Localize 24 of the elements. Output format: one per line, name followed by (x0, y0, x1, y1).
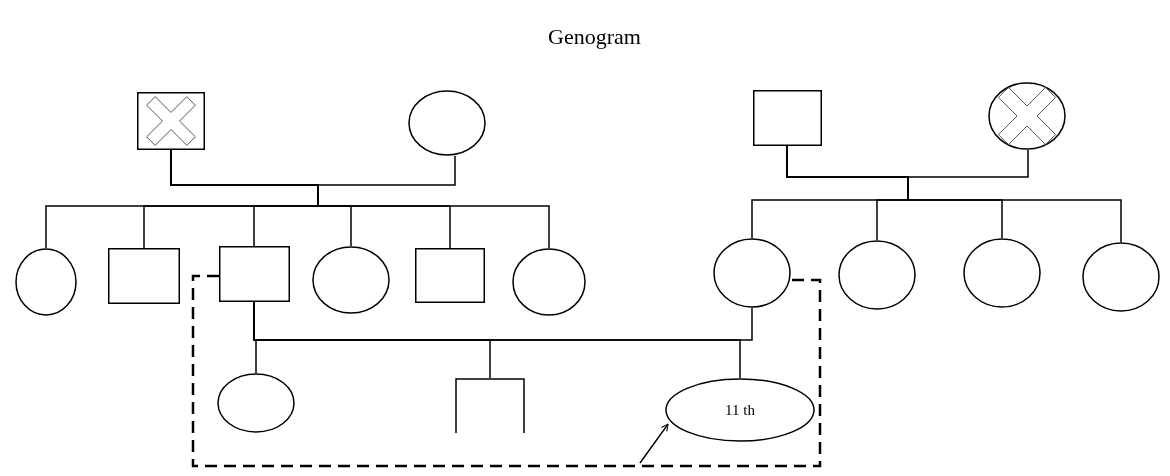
circle-symbol (713, 238, 791, 308)
square-symbol (753, 90, 822, 146)
ellipse-node (665, 378, 815, 442)
circle-symbol (312, 246, 390, 314)
connector-line (786, 145, 1122, 243)
circle-symbol (217, 373, 295, 433)
node-label: 11 th (725, 402, 755, 418)
diagram-title: Genogram (548, 23, 641, 51)
circle-symbol (512, 248, 586, 316)
circle-symbol-crossed (988, 82, 1066, 150)
connector-line (253, 301, 741, 379)
bracket-symbol (455, 378, 525, 433)
circle-symbol (15, 248, 77, 316)
circle-symbol (838, 240, 916, 310)
connector-line (191, 274, 822, 468)
square-symbol (108, 248, 180, 304)
square-symbol (219, 246, 290, 302)
circle-symbol (1082, 242, 1160, 312)
connector-line (170, 149, 550, 249)
arrow (639, 423, 669, 464)
circle-symbol (963, 238, 1041, 308)
square-symbol-crossed (137, 92, 205, 150)
circle-symbol (408, 90, 486, 156)
square-symbol (415, 248, 485, 303)
